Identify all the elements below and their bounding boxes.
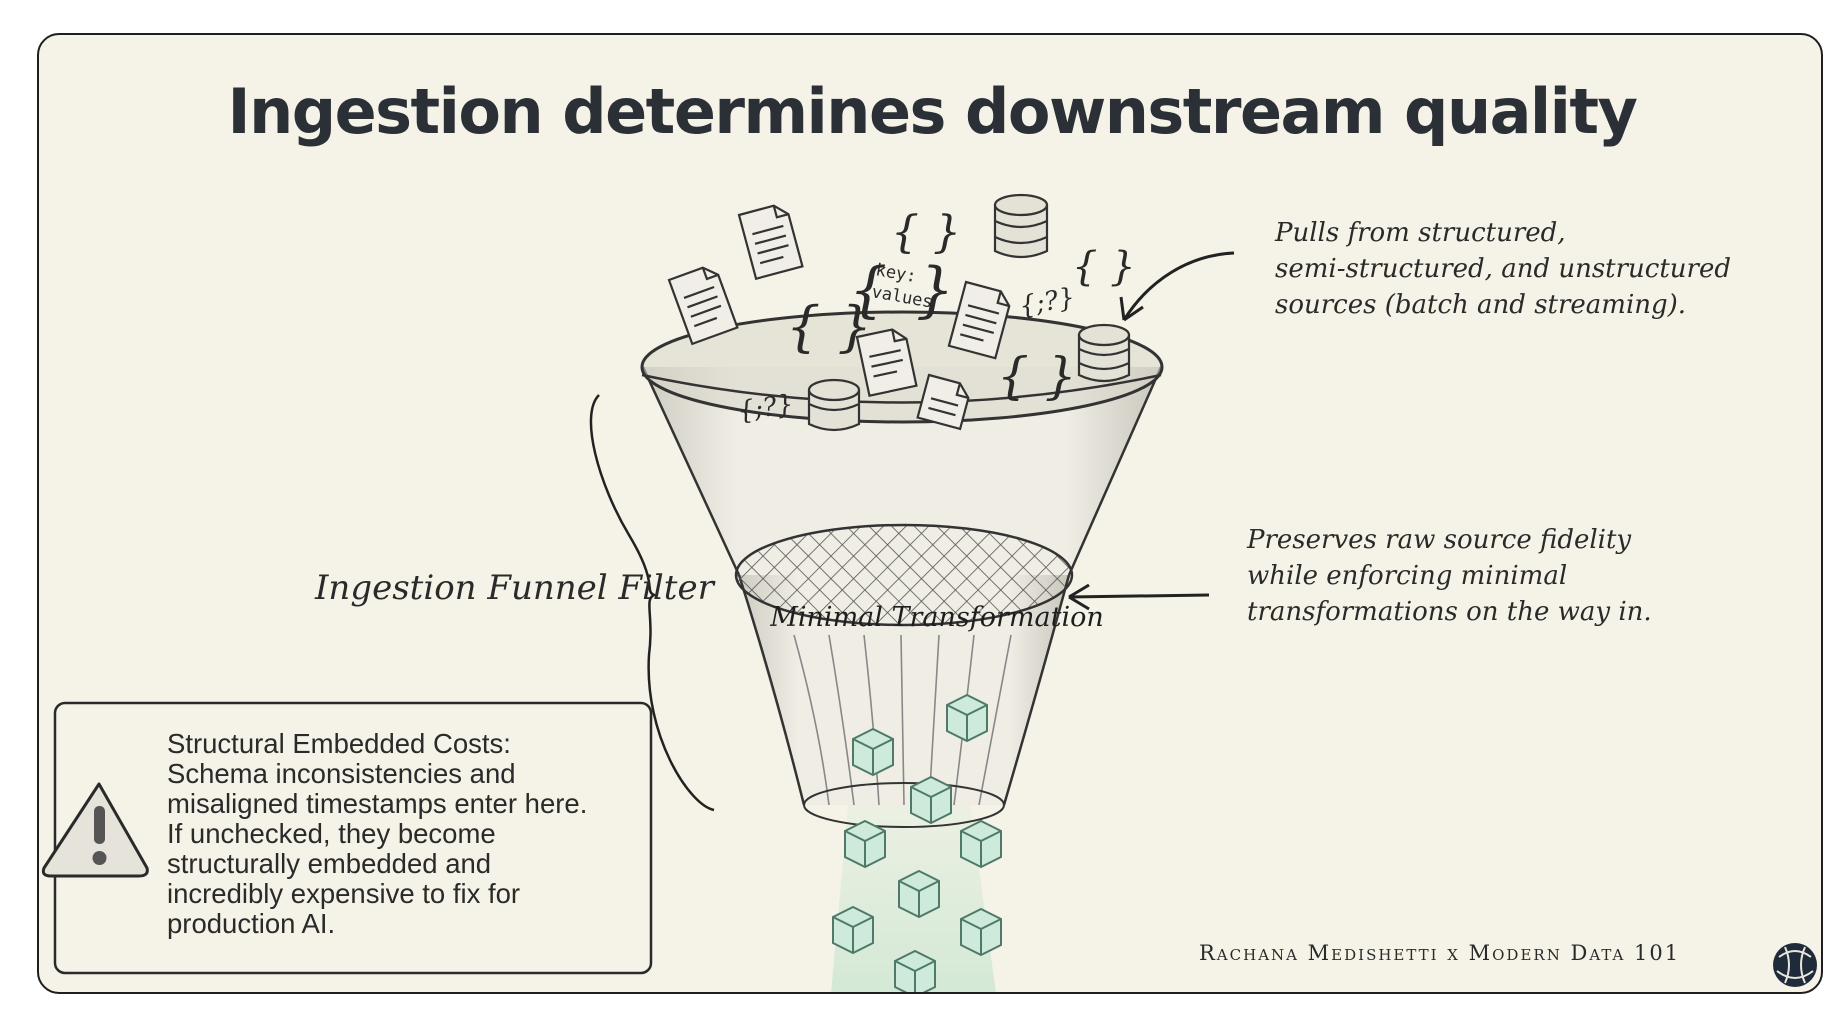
json-braces-icon: { } { } { } { } { } bbox=[786, 207, 1136, 405]
fidelity-annotation: Preserves raw source fidelity while enfo… bbox=[1247, 522, 1652, 630]
cube-icon bbox=[946, 693, 988, 743]
warning-box bbox=[53, 701, 653, 975]
warning-text: Structural Embedded Costs: Schema incons… bbox=[167, 729, 587, 939]
fidelity-annotation-line: while enforcing minimal bbox=[1247, 561, 1568, 591]
cube-icon bbox=[910, 775, 952, 825]
cube-icon bbox=[844, 819, 886, 869]
sources-annotation: Pulls from structured, semi-structured, … bbox=[1275, 215, 1731, 323]
warning-line: misaligned timestamps enter here. bbox=[167, 788, 588, 819]
cube-icon bbox=[832, 905, 874, 955]
svg-text:{ }: { } bbox=[786, 295, 872, 358]
funnel-bracket bbox=[589, 394, 715, 812]
cube-icon bbox=[852, 727, 894, 777]
fidelity-annotation-line: Preserves raw source fidelity bbox=[1247, 525, 1632, 555]
page-title: Ingestion determines downstream quality bbox=[227, 75, 1638, 148]
warning-line: If unchecked, they become bbox=[167, 818, 496, 849]
data-cube-group bbox=[832, 693, 1002, 992]
jsonish-icon: {;?} bbox=[1017, 283, 1077, 322]
warning-icon bbox=[41, 782, 149, 878]
funnel-diagram: { } { } { } { } { } key: values {;?} {;?… bbox=[41, 193, 1817, 992]
sources-arrow bbox=[1122, 251, 1235, 321]
sources-annotation-line: semi-structured, and unstructured bbox=[1275, 254, 1732, 284]
funnel-spout bbox=[739, 575, 1069, 805]
credit-line: Rachana Medishetti x Modern Data 101 bbox=[1199, 941, 1681, 965]
ingestion-funnel-label: Ingestion Funnel Filter bbox=[315, 568, 714, 608]
svg-text:{: { bbox=[849, 255, 887, 325]
svg-text:{ }: { } bbox=[891, 207, 961, 258]
mesh-filter bbox=[734, 523, 1074, 627]
database-icon bbox=[807, 193, 1131, 432]
cube-icon bbox=[960, 819, 1002, 869]
cube-icon bbox=[894, 949, 936, 992]
svg-text:{ }: { } bbox=[997, 347, 1077, 405]
logo-icon bbox=[1773, 943, 1817, 987]
warning-line: Structural Embedded Costs: bbox=[167, 728, 511, 759]
warning-line: Schema inconsistencies and bbox=[167, 758, 516, 789]
warning-line: production AI. bbox=[167, 908, 336, 939]
sources-annotation-line: sources (batch and streaming). bbox=[1275, 290, 1687, 320]
funnel-upper-body bbox=[643, 367, 1161, 575]
svg-text:{ }: { } bbox=[1072, 244, 1136, 290]
document-icon bbox=[667, 204, 1011, 431]
warning-line: incredibly expensive to fix for bbox=[167, 878, 521, 909]
sources-annotation-line: Pulls from structured, bbox=[1275, 218, 1566, 248]
slide-card: Ingestion determines downstream quality bbox=[37, 33, 1823, 994]
mesh-filter-label: Minimal Transformation bbox=[770, 602, 1104, 633]
fidelity-arrow bbox=[1068, 593, 1210, 599]
cube-icon bbox=[898, 869, 940, 919]
cube-icon bbox=[960, 907, 1002, 957]
fidelity-annotation-line: transformations on the way in. bbox=[1247, 597, 1652, 627]
warning-line: structurally embedded and bbox=[167, 848, 492, 879]
svg-text:}: } bbox=[916, 255, 954, 325]
